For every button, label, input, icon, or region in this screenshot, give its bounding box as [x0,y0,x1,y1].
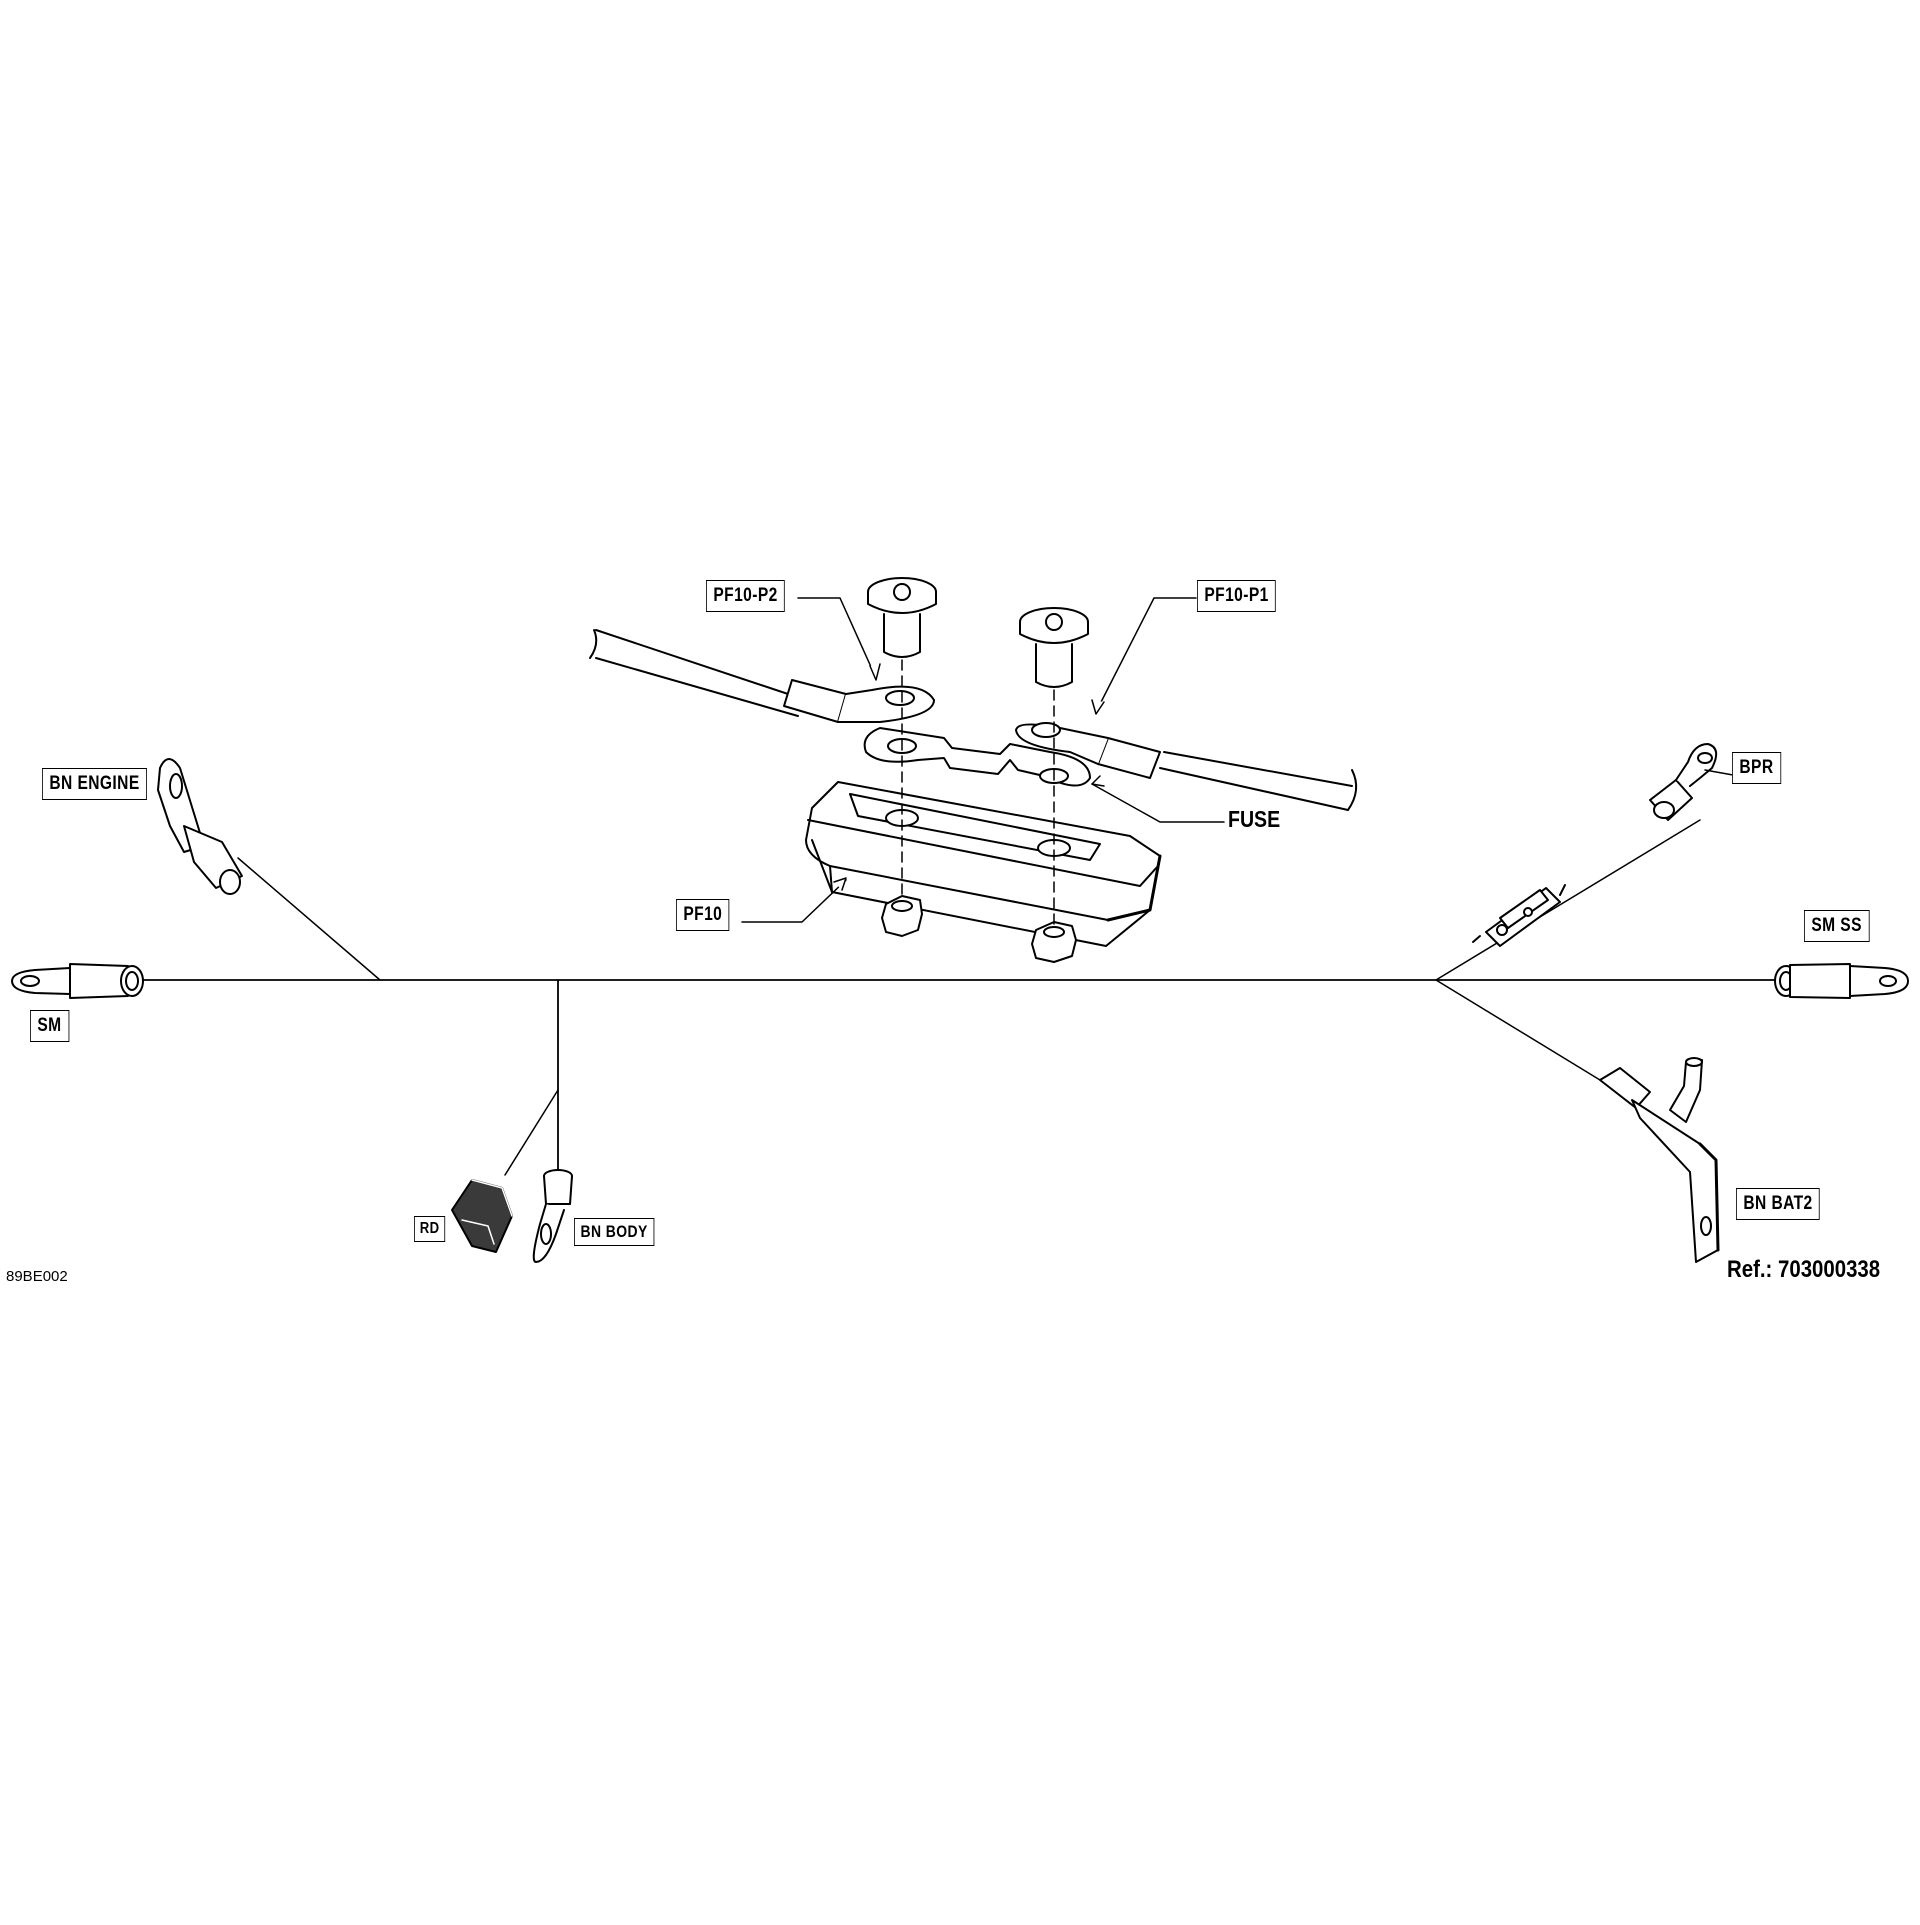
label-pf10: PF10 [676,899,730,931]
label-fuse: FUSE [1228,806,1281,832]
label-bn-bat2: BN BAT2 [1736,1188,1820,1220]
rd-connector [451,1179,513,1253]
bn-engine-terminal [157,758,243,895]
label-sm: SM [30,1010,69,1042]
label-pf10-p1: PF10-P1 [1197,580,1277,612]
bn-bat2-bracket [1599,1057,1720,1263]
bn-body-terminal [532,1169,573,1263]
leader-lines [741,597,1734,923]
reference-number: Ref.: 703000338 [1727,1256,1881,1283]
nut-right [1031,921,1077,963]
bpr-terminal [1649,743,1718,821]
label-sm-ss: SM SS [1804,910,1870,942]
label-pf10-p2: PF10-P2 [706,580,786,612]
main-trunk-wire [137,819,1781,1176]
fuse-holder [805,781,1162,947]
nut-left [881,895,923,937]
label-rd: RD [414,1216,446,1242]
figure-code: 89BE002 [6,1268,68,1285]
label-bn-body: BN BODY [574,1218,655,1246]
label-bpr: BPR [1732,752,1781,784]
label-bn-engine: BN ENGINE [42,768,148,800]
cable-pf10-p1 [1015,722,1358,811]
sm-terminal [11,963,144,999]
cable-pf10-p2 [589,629,935,723]
inline-fuse [1472,884,1566,947]
sm-ss-terminal [1774,963,1909,999]
fuse-strip [863,727,1091,787]
screw-right [1019,607,1089,688]
screw-left [867,577,937,658]
assembly-axis-lines [901,659,1055,927]
